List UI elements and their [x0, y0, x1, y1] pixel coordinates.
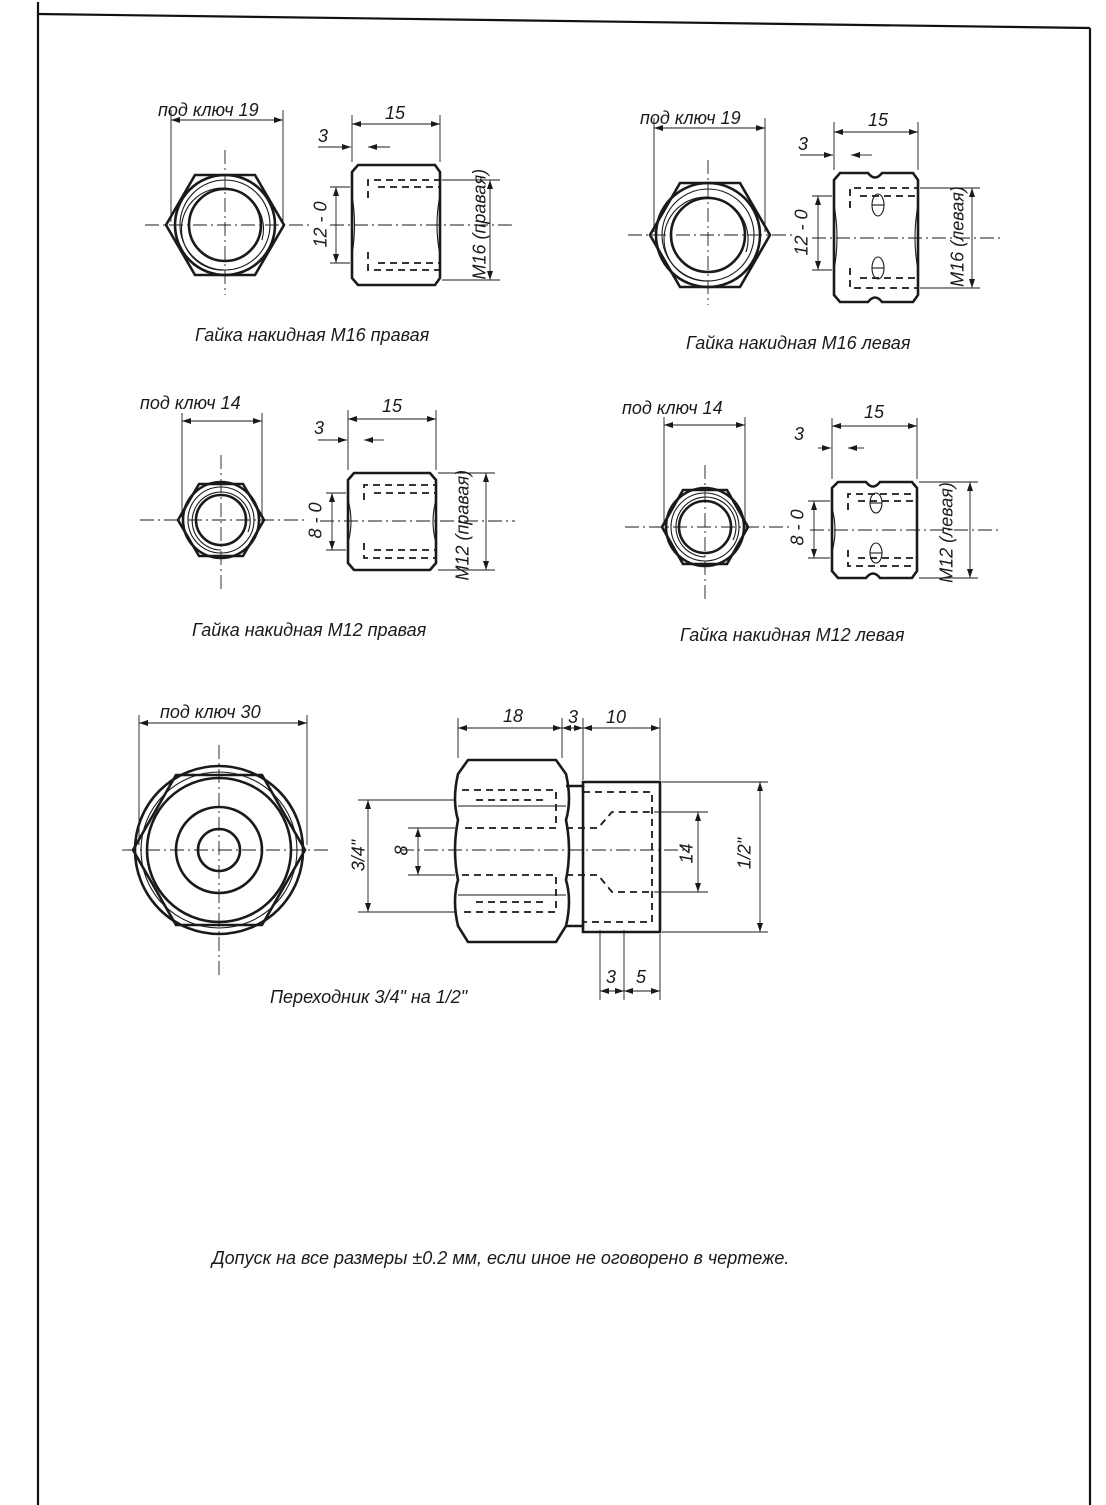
adapter-caption: Переходник 3/4" на 1/2"	[270, 987, 468, 1007]
m16-right-caption: Гайка накидная М16 правая	[195, 325, 430, 345]
m16-right-bore-label: 12 - 0	[310, 201, 331, 248]
m12-left-step-label: 3	[794, 424, 805, 444]
m12-right-caption: Гайка накидная М12 правая	[192, 620, 427, 640]
m12-left-bore-label: 8 - 0	[787, 509, 808, 546]
adapter-gap-label: 3	[568, 707, 579, 727]
m16-right-step-label: 3	[318, 126, 329, 146]
m12-right-thread-label: М12 (правая)	[452, 469, 473, 581]
m16-right-thread-label: М16 (правая)	[469, 168, 490, 280]
page-frame	[36, 2, 1092, 1505]
m12-left-length-label: 15	[864, 402, 885, 422]
m16-left-thread-label: М16 (левая)	[947, 186, 968, 287]
m16-right-nut	[145, 110, 515, 295]
m16-left-length-label: 15	[868, 110, 889, 130]
m16-right-key-label: под ключ 19	[158, 100, 259, 120]
adapter-bore-label: 8	[391, 845, 412, 856]
m16-left-key-label: под ключ 19	[640, 108, 741, 128]
adapter-inner-label: 14	[676, 843, 697, 864]
m16-left-bore-label: 12 - 0	[791, 209, 812, 256]
m12-left-thread-label: М12 (левая)	[936, 482, 957, 583]
adapter-step-a-label: 3	[606, 967, 617, 987]
m12-left-caption: Гайка накидная М12 левая	[680, 625, 905, 645]
adapter-big-thread-label: 3/4"	[348, 839, 369, 872]
m12-left-key-label: под ключ 14	[622, 398, 723, 418]
tolerance-note: Допуск на все размеры ±0.2 мм, если иное…	[212, 1248, 790, 1268]
m16-right-length-label: 15	[385, 103, 406, 123]
adapter-key-label: под ключ 30	[160, 702, 261, 722]
adapter-nut-length-label: 18	[503, 706, 524, 726]
m12-right-nut	[140, 410, 515, 590]
m16-left-caption: Гайка накидная М16 левая	[686, 333, 911, 353]
adapter-drawing	[122, 715, 768, 1000]
m12-right-key-label: под ключ 14	[140, 393, 241, 413]
m12-right-step-label: 3	[314, 418, 325, 438]
m16-left-nut	[628, 118, 1000, 305]
m12-right-length-label: 15	[382, 396, 403, 416]
adapter-body-length-label: 10	[606, 707, 627, 727]
m12-right-bore-label: 8 - 0	[305, 502, 326, 539]
adapter-small-thread-label: 1/2"	[734, 837, 755, 870]
m16-left-step-label: 3	[798, 134, 809, 154]
adapter-step-b-label: 5	[636, 967, 647, 987]
m12-left-nut	[625, 417, 1000, 600]
